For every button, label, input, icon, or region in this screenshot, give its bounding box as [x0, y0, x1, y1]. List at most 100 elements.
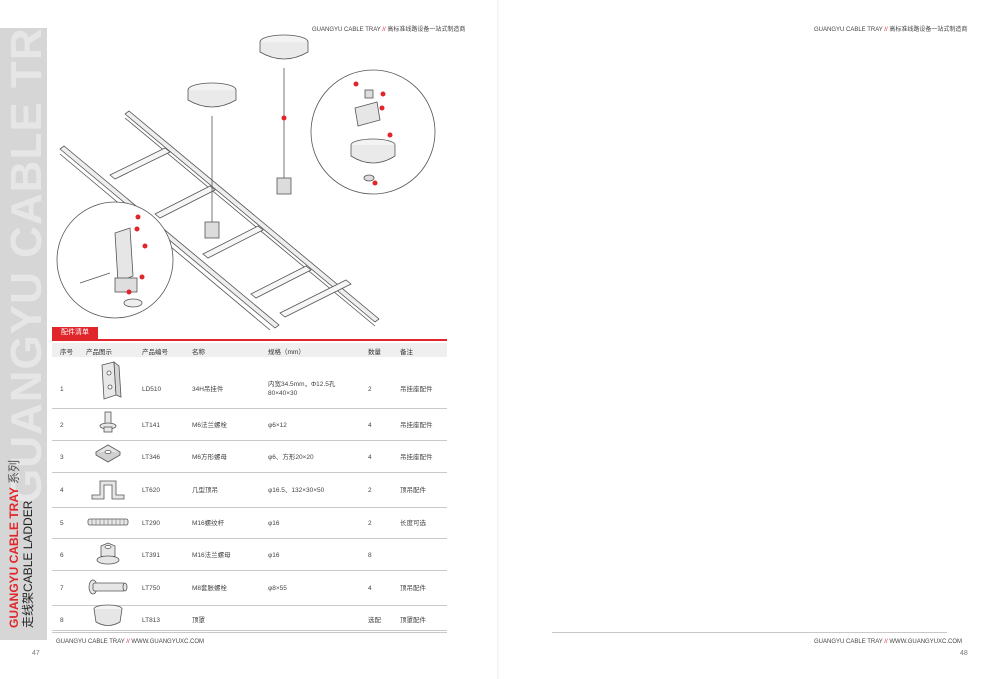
row-name: M8套胀螺栓 [192, 585, 228, 592]
header-slash: // [382, 27, 386, 33]
row-no: 8 [60, 617, 64, 624]
row-code: LT750 [142, 585, 160, 592]
row-spec: φ16 [268, 552, 280, 559]
hat-bracket-icon [86, 475, 130, 503]
row-code: LT141 [142, 422, 160, 429]
footer-rule [52, 632, 447, 633]
row-spec: φ16.5、132×30×50 [268, 487, 325, 494]
row-name: M16法兰螺母 [192, 552, 231, 559]
row-name: 34H吊挂件 [192, 386, 224, 393]
row-qty: 2 [368, 487, 372, 494]
bracket-icon [86, 361, 130, 401]
left-header: GUANGYU CABLE TRAY // 高标准线路设备一站式制造商 [312, 24, 465, 33]
header-tagline: 高标准线路设备一站式制造商 [889, 27, 968, 33]
row-no: 6 [60, 552, 64, 559]
right-page: GUANGYU CABLE TRAY // 高标准线路设备一站式制造商 GUAN… [500, 0, 1000, 679]
table-row: 3 LT346 M6方形螺母 φ6、方形20×20 4 吊挂座配件 [52, 441, 447, 473]
row-code: LT346 [142, 454, 160, 461]
row-qty: 2 [368, 386, 372, 393]
row-note: 吊挂座配件 [400, 454, 433, 461]
row-no: 2 [60, 422, 64, 429]
row-code: LT391 [142, 552, 160, 559]
row-spec-line2: 80×40×30 [268, 390, 298, 397]
row-no: 3 [60, 454, 64, 461]
series-title-suffix: 系列 [7, 459, 21, 484]
square-nut-icon [86, 442, 130, 468]
table-row: 2 LT141 M6法兰螺栓 φ6×12 4 吊挂座配件 [52, 409, 447, 441]
row-qty: 4 [368, 454, 372, 461]
flange-nut-icon [86, 540, 130, 568]
table-row: 8 LT813 顶罩 选配 顶罩配件 [52, 604, 447, 631]
row-name: 几型顶吊 [192, 487, 218, 494]
header-brand: GUANGYU CABLE TRAY [814, 27, 883, 33]
table-row: 1 LD510 34H吊挂件 内宽34.5mm，Φ12.5孔 80×40×30 … [52, 358, 447, 409]
row-spec: 内宽34.5mm，Φ12.5孔 [268, 381, 336, 388]
row-no: 4 [60, 487, 64, 494]
footer-rule [552, 632, 947, 633]
flange-bolt-icon [86, 410, 130, 436]
page-number-right: 48 [960, 650, 968, 657]
series-subtitle-cn: 走线架 [21, 591, 35, 628]
table-row: 7 LT750 M8套胀螺栓 φ8×55 4 顶吊配件 [52, 571, 447, 606]
row-qty: 8 [368, 552, 372, 559]
row-qty: 4 [368, 422, 372, 429]
footer-url[interactable]: WWW.GUANGYUXC.COM [889, 639, 963, 645]
table-top-rule [52, 339, 447, 341]
row-note: 顶吊配件 [400, 487, 426, 494]
row-spec: φ16 [268, 520, 280, 527]
row-name: M6方形螺母 [192, 454, 228, 461]
right-footer: GUANGYU CABLE TRAY // WWW.GUANGYUXC.COM [814, 639, 962, 645]
header-slash: // [884, 27, 888, 33]
footer-url[interactable]: WWW.GUANGYUXC.COM [131, 639, 205, 645]
row-name: M6法兰螺栓 [192, 422, 228, 429]
left-page: GUANGYU CABLE TRAY GUANGYU CABLE TRAY 系列… [0, 24, 466, 657]
row-qty: 2 [368, 520, 372, 527]
th-spec: 规格（mm） [268, 349, 305, 356]
row-code: LT620 [142, 487, 160, 494]
cover-cup-icon [86, 602, 130, 630]
right-header: GUANGYU CABLE TRAY // 高标准线路设备一站式制造商 [814, 24, 967, 33]
header-tagline: 高标准线路设备一站式制造商 [387, 27, 466, 33]
row-spec: φ6×12 [268, 422, 287, 429]
side-watermark: GUANGYU CABLE TRAY [2, 28, 47, 503]
expansion-bolt-icon [86, 574, 130, 600]
footer-slash: // [126, 639, 130, 645]
left-footer: GUANGYU CABLE TRAY // WWW.GUANGYUXC.COM [56, 639, 204, 645]
th-name: 名称 [192, 349, 205, 356]
row-note: 长度可选 [400, 520, 426, 527]
footer-slash: // [884, 639, 888, 645]
vertical-series-title: GUANGYU CABLE TRAY 系列 走线架CABLE LADDER [7, 460, 35, 628]
footer-brand: GUANGYU CABLE TRAY [814, 639, 883, 645]
th-code: 产品编号 [142, 349, 168, 356]
series-title-en: GUANGYU CABLE TRAY [7, 487, 21, 628]
row-code: LD510 [142, 386, 162, 393]
page-number-left: 47 [32, 650, 40, 657]
row-no: 1 [60, 386, 64, 393]
row-note: 顶吊配件 [400, 585, 426, 592]
table-header: 序号 产品图示 产品编号 名称 规格（mm） 数量 备注 [52, 343, 447, 357]
series-subtitle-en: CABLE LADDER [21, 500, 35, 592]
th-image: 产品图示 [86, 349, 112, 356]
side-band: GUANGYU CABLE TRAY [0, 28, 47, 640]
threaded-rod-icon [86, 512, 130, 532]
row-qty: 选配 [368, 617, 381, 624]
row-spec: φ8×55 [268, 585, 287, 592]
row-note: 吊挂座配件 [400, 386, 433, 393]
row-note: 吊挂座配件 [400, 422, 433, 429]
th-note: 备注 [400, 349, 413, 356]
row-code: LT813 [142, 617, 160, 624]
row-qty: 4 [368, 585, 372, 592]
row-name: M16螺纹杆 [192, 520, 225, 527]
th-no: 序号 [60, 349, 73, 356]
row-spec: φ6、方形20×20 [268, 454, 314, 461]
row-code: LT290 [142, 520, 160, 527]
row-note: 顶罩配件 [400, 617, 426, 624]
footer-brand: GUANGYU CABLE TRAY [56, 639, 125, 645]
table-row: 6 LT391 M16法兰螺母 φ16 8 [52, 539, 447, 571]
row-no: 5 [60, 520, 64, 527]
th-qty: 数量 [368, 349, 381, 356]
row-name: 顶罩 [192, 617, 205, 624]
row-no: 7 [60, 585, 64, 592]
parts-list-tag: 配件清单 [52, 327, 98, 339]
table-row: 4 LT620 几型顶吊 φ16.5、132×30×50 2 顶吊配件 [52, 473, 447, 508]
